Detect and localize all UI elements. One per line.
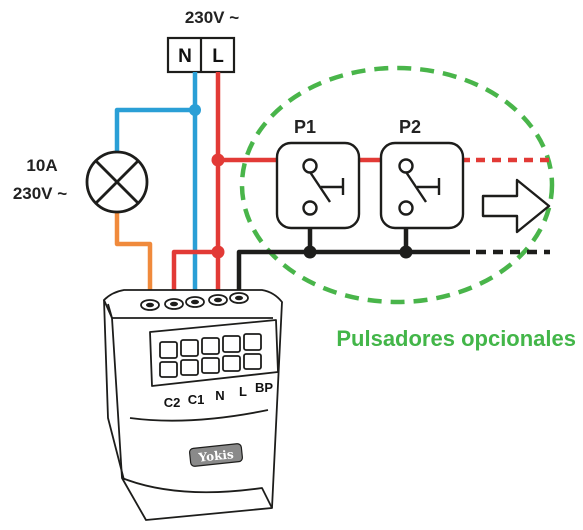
load-wire: [114, 212, 153, 300]
optional-pushbuttons-outline: [239, 65, 555, 305]
pushbutton-p1-label: P1: [294, 117, 316, 137]
lamp-current-label: 10A: [26, 156, 57, 175]
module-terminal-c2-label: C2: [164, 395, 181, 410]
line-junction-bottom: [211, 245, 225, 259]
continuation-arrow-icon: [481, 178, 551, 234]
module-terminal-c1-label: C1: [188, 392, 205, 407]
line-junction-top: [211, 153, 225, 167]
supply-line-label: L: [212, 46, 224, 67]
lamp-voltage-label: 230V ~: [13, 184, 67, 203]
pushbutton-p1: [275, 141, 361, 230]
pushbutton-junction-p2: [399, 245, 413, 259]
yokis-logo-text: Yokis: [197, 447, 235, 465]
supply-neutral-label: N: [178, 46, 192, 67]
module-wire-entries: [140, 292, 249, 311]
yokis-logo: Yokis: [188, 443, 244, 467]
lamp-symbol: [85, 150, 149, 214]
optional-pushbuttons-label: Pulsadores opcionales: [336, 326, 576, 351]
module-terminal-l-label: L: [239, 384, 247, 399]
neutral-junction: [189, 104, 201, 116]
supply-terminal-block: N L: [166, 36, 236, 74]
module-terminal-n-label: N: [215, 388, 224, 403]
pushbutton-p2: [379, 141, 465, 230]
pushbutton-junction-p1: [303, 245, 317, 259]
supply-voltage-label: 230V ~: [185, 8, 239, 27]
module-terminal-bp-label: BP: [255, 380, 273, 395]
pushbutton-p2-label: P2: [399, 117, 421, 137]
